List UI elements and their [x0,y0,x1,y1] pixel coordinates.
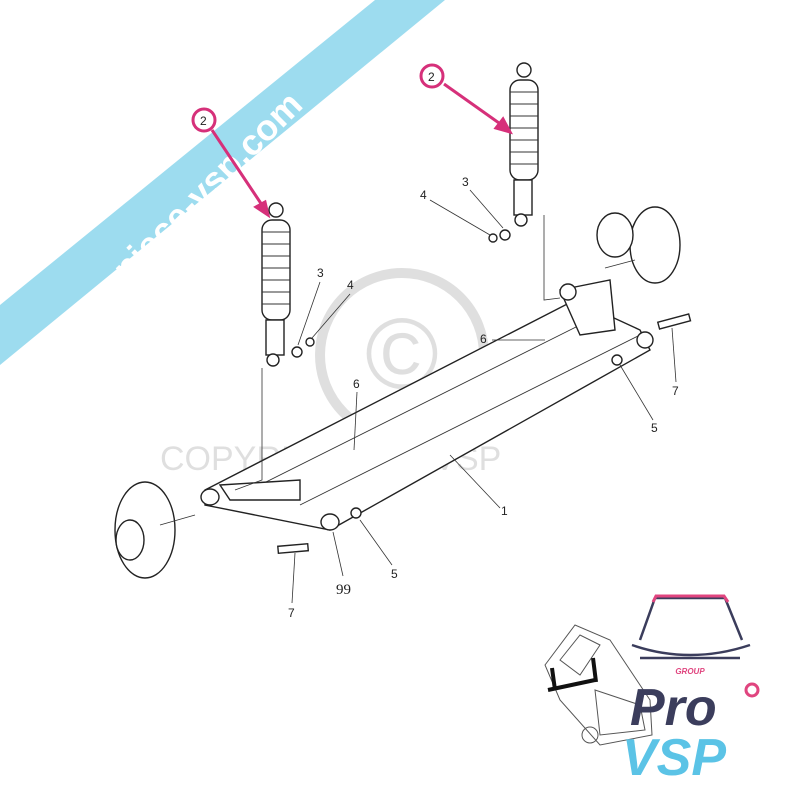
axle-beam [200,279,654,531]
highlight-callouts [191,63,514,219]
logo-pro: Pro [630,679,717,737]
logo-group: GROUP [675,667,705,676]
left-shock-absorber [234,202,291,491]
callout-washer-left: 3 [317,266,324,280]
provsp-logo: GROUP Pro VSP [544,594,760,787]
callout-shock-right: 2 [428,70,435,84]
callout-nut-left: 4 [347,278,354,292]
car-outline-icon [631,596,751,660]
callout-bolt-left: 7 [288,606,295,620]
car-sketch [544,624,653,746]
left-hub-assembly [114,481,196,579]
small-hardware [277,229,692,555]
callout-nut5-left: 5 [391,567,398,581]
right-shock-absorber [509,62,561,301]
callout-axle-beam: 1 [501,504,508,518]
callout-shock-left: 2 [200,114,207,128]
callout-washer-right: 3 [462,175,469,189]
leader-lines [291,189,677,604]
callout-nut5-right: 5 [651,421,658,435]
callout-nut-right: 4 [420,188,427,202]
callout-bushing: 99 [336,582,351,598]
callout-grease-right: 6 [480,332,487,346]
axle-mark [547,657,598,692]
callout-bolt-right: 7 [672,384,679,398]
callout-grease-left: 6 [353,377,360,391]
right-hub-assembly [596,206,681,284]
logo-vsp: VSP [622,729,726,787]
